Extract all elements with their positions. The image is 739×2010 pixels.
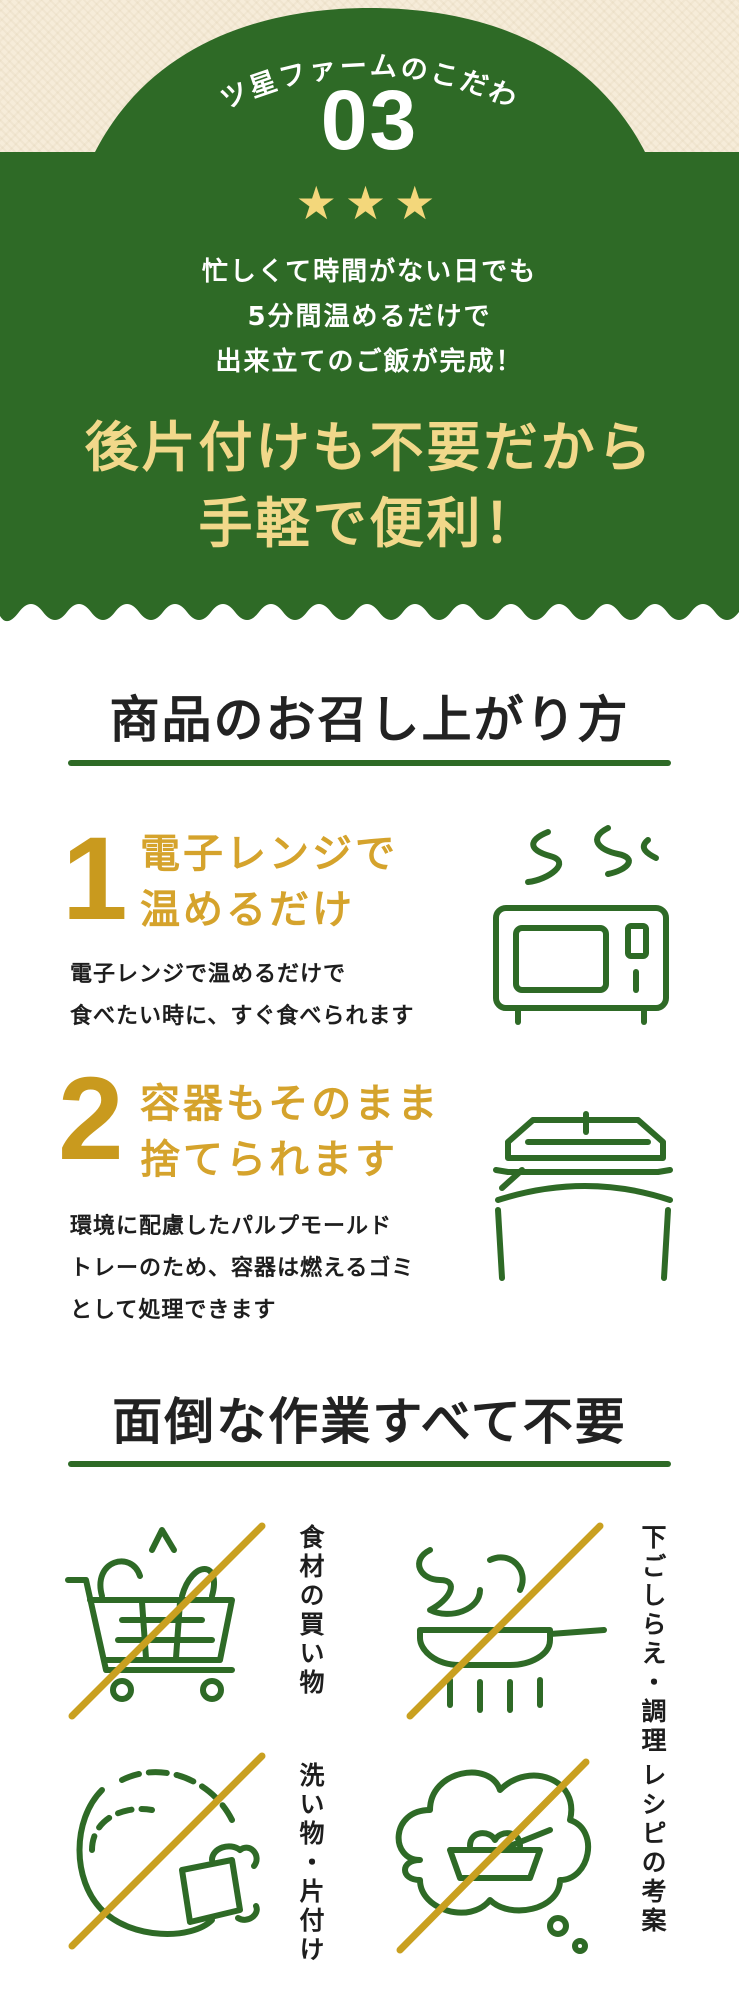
intro-line: 出来立てのご飯が完成！ [215,347,524,377]
step-2-desc-line: 環境に配慮したパルプモールド [70,1214,393,1239]
arc-title: 三ツ星ファームのこだわり [0,0,521,116]
step-1-desc: 電子レンジで温めるだけで 食べたい時に、すぐ食べられます [70,954,414,1038]
feature-number: 03 [320,73,419,167]
headline-line: 後片付けも不要だから [84,416,655,479]
step-2-title-line: 容器もそのまま [140,1081,441,1127]
shopping-cart-icon [62,1520,272,1724]
no-work-label-2: 下ごしらえ・調理 [638,1524,667,1756]
dish-washing-icon [62,1750,272,1954]
step-1-desc-line: 食べたい時に、すぐ食べられます [70,1004,415,1029]
no-work-divider [68,1461,671,1467]
step-2-desc: 環境に配慮したパルプモールド トレーのため、容器は燃えるゴミ として処理できます [70,1206,414,1332]
rating-stars: ★★★ [295,176,444,230]
no-work-label-3: 洗い物・片付け [296,1762,325,1965]
no-work-label-1: 食材の買い物 [296,1524,325,1698]
intro-line: 5分間温めるだけで [247,302,492,332]
step-1-title: 電子レンジで 温めるだけ [140,826,398,938]
microwave-icon [488,820,678,1034]
step-2-number: 2 [58,1053,124,1185]
intro-text: 忙しくて時間がない日でも 5分間温めるだけで 出来立てのご飯が完成！ [0,250,739,385]
recipe-thinking-icon [380,1750,600,1964]
step-2-title-line: 捨てられます [140,1137,398,1183]
intro-line: 忙しくて時間がない日でも [201,257,538,287]
headline-line: 手軽で便利！ [198,492,541,555]
frying-pan-icon [400,1520,610,1724]
no-work-label-4: レシピの考案 [638,1762,667,1936]
step-1-desc-line: 電子レンジで温めるだけで [70,962,347,987]
step-2-desc-line: トレーのため、容器は燃えるゴミ [70,1256,415,1281]
step-2-title: 容器もそのまま 捨てられます [140,1076,440,1188]
step-1-number: 1 [62,813,128,945]
disposal-container-icon [488,1110,678,1294]
how-to-divider [68,760,671,766]
step-1-title-line: 電子レンジで [140,831,398,877]
header-banner [0,0,739,640]
step-1-title-line: 温めるだけ [140,887,355,933]
banner-shape [0,8,739,622]
how-to-title: 商品のお召し上がり方 [109,691,630,749]
headline: 後片付けも不要だから 手軽で便利！ [0,410,739,562]
no-work-title: 面倒な作業すべて不要 [112,1393,627,1451]
step-2-desc-line: として処理できます [70,1298,277,1323]
